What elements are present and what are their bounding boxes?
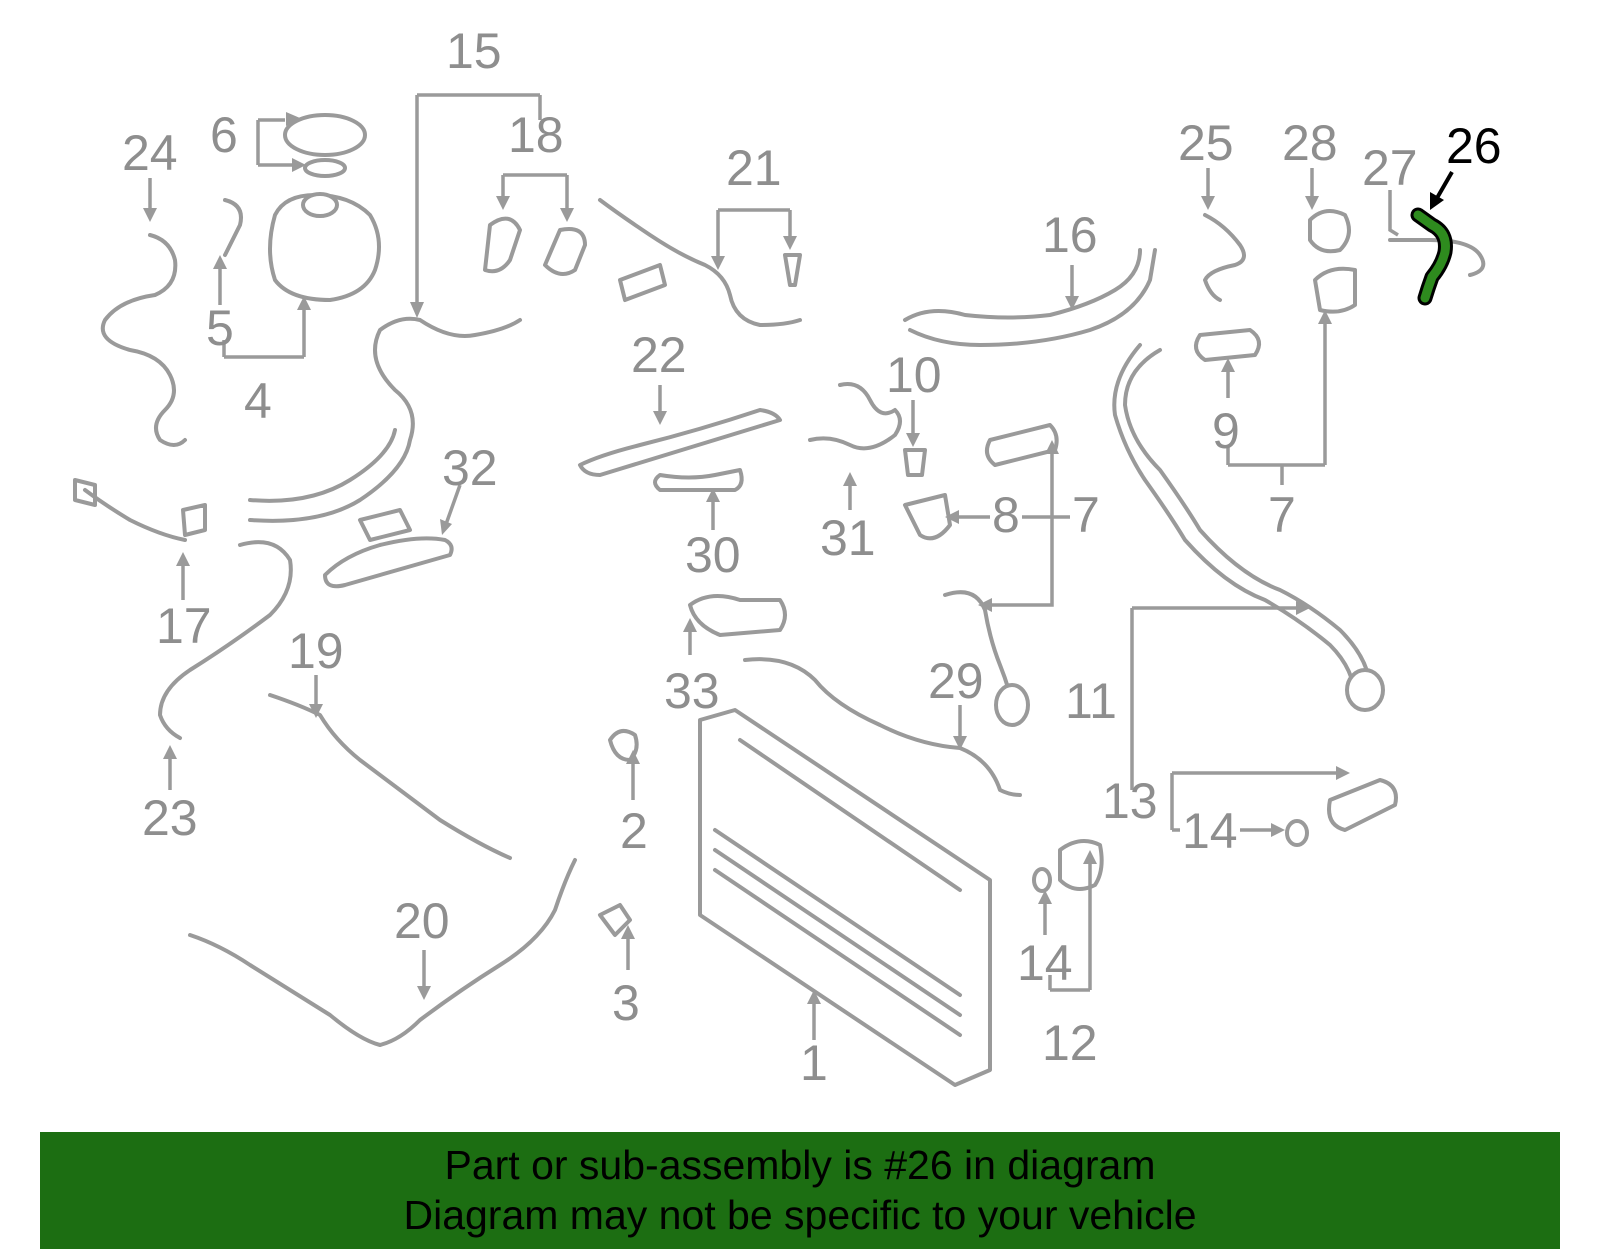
callout-29: 29 <box>928 653 984 709</box>
callout-33: 33 <box>664 663 720 719</box>
part-21-pipe <box>598 198 802 327</box>
callout-3: 3 <box>612 975 640 1031</box>
part-1-radiator <box>698 708 992 1087</box>
part-18-connector-a <box>483 216 522 274</box>
parts-drawing <box>73 113 1486 1087</box>
callout-28: 28 <box>1282 115 1338 171</box>
part-8-flange <box>903 493 952 541</box>
callout-22: 22 <box>631 327 687 383</box>
callout-10: 10 <box>886 347 942 403</box>
part-10-fitting <box>903 448 927 477</box>
part-14-seal-b <box>1285 819 1309 847</box>
part-23-hose <box>158 540 293 740</box>
banner-disclaimer: Diagram may not be specific to your vehi… <box>403 1192 1197 1238</box>
callout-32: 32 <box>442 440 498 496</box>
callout-26-highlighted: 26 <box>1446 118 1502 174</box>
part-16-hose-lower <box>908 248 1157 347</box>
leader-lines <box>148 93 1399 1040</box>
info-banner: Part or sub-assembly is #26 in diagram D… <box>40 1132 1560 1249</box>
banner-part-note: Part or sub-assembly is #26 in diagram <box>444 1142 1156 1188</box>
part-21-bracket <box>618 263 667 302</box>
arrowheads <box>143 112 1350 1004</box>
callout-14-lower: 14 <box>1017 935 1073 991</box>
part-17-sensor-plug <box>73 478 97 507</box>
part-32-body <box>358 508 412 542</box>
part-17-sensor-wire <box>83 488 187 542</box>
callout-15: 15 <box>446 23 502 79</box>
part-15-hose-outline <box>248 428 397 503</box>
callout-2: 2 <box>620 803 648 859</box>
part-7-connector-a <box>984 423 1059 467</box>
part-6-cap <box>283 113 367 157</box>
part-17-sensor-clip <box>181 503 207 537</box>
part-30-hose <box>653 468 744 492</box>
callout-5: 5 <box>206 300 234 356</box>
part-21-bolt <box>783 253 802 287</box>
callout-9: 9 <box>1212 403 1240 459</box>
callout-4: 4 <box>244 373 272 429</box>
part-12-outlet <box>1058 839 1104 891</box>
callout-14-right: 14 <box>1182 803 1238 859</box>
part-6-seal <box>303 158 347 178</box>
part-20-pipe <box>188 858 577 1047</box>
part-28-sleeve <box>1313 266 1357 314</box>
part-22-pipe <box>578 408 782 477</box>
part-31-hose <box>808 382 902 451</box>
part-16-hose <box>903 248 1142 322</box>
callout-7-right: 7 <box>1268 487 1296 543</box>
part-11-hose-outline <box>1112 343 1357 702</box>
part-24-hose <box>100 233 187 447</box>
part-29-hose-end <box>994 683 1030 727</box>
part-11-hose-end <box>1345 668 1385 712</box>
part-15-hose <box>248 316 522 523</box>
callout-8: 8 <box>992 487 1020 543</box>
part-11-hose <box>1123 348 1372 692</box>
callout-6: 6 <box>210 107 238 163</box>
part-26-hose <box>1413 210 1450 303</box>
callout-11: 11 <box>1065 673 1117 729</box>
callout-30: 30 <box>685 527 741 583</box>
callout-27: 27 <box>1362 140 1418 196</box>
part-4-reservoir-neck <box>301 192 339 218</box>
callout-25: 25 <box>1178 115 1234 171</box>
callout-26-leader <box>1430 171 1454 210</box>
part-2-clip <box>608 729 639 762</box>
part-1-radiator-core <box>713 738 962 1037</box>
part-25-hose <box>1203 213 1246 302</box>
callout-1: 1 <box>800 1035 828 1091</box>
callout-18: 18 <box>508 107 564 163</box>
callout-19: 19 <box>288 623 344 679</box>
callout-12: 12 <box>1042 1015 1098 1071</box>
part-9-connector <box>1194 328 1261 362</box>
callout-23: 23 <box>142 790 198 846</box>
part-5-hose <box>223 198 243 257</box>
part-33-housing <box>688 594 787 637</box>
callout-24: 24 <box>122 125 178 181</box>
part-18-connector-b <box>543 227 587 276</box>
callout-17: 17 <box>156 598 212 654</box>
callout-labels: 1 2 3 4 5 6 7 7 7 8 9 10 11 12 13 14 14 … <box>122 23 1502 1091</box>
part-3-clip <box>598 903 632 937</box>
part-28-cap <box>1308 209 1351 254</box>
part-26-highlighted <box>1410 207 1453 306</box>
callout-13: 13 <box>1102 773 1158 829</box>
callout-16: 16 <box>1042 207 1098 263</box>
part-14-seal-a <box>1032 867 1052 893</box>
callout-7-middle: 7 <box>1072 487 1100 543</box>
part-32-flange <box>323 536 454 589</box>
callout-20: 20 <box>394 893 450 949</box>
part-19-bracket <box>268 693 512 860</box>
callout-21: 21 <box>726 140 782 196</box>
callout-31: 31 <box>820 510 876 566</box>
part-lower-hose <box>743 657 1022 797</box>
part-13-flange <box>1327 778 1398 832</box>
